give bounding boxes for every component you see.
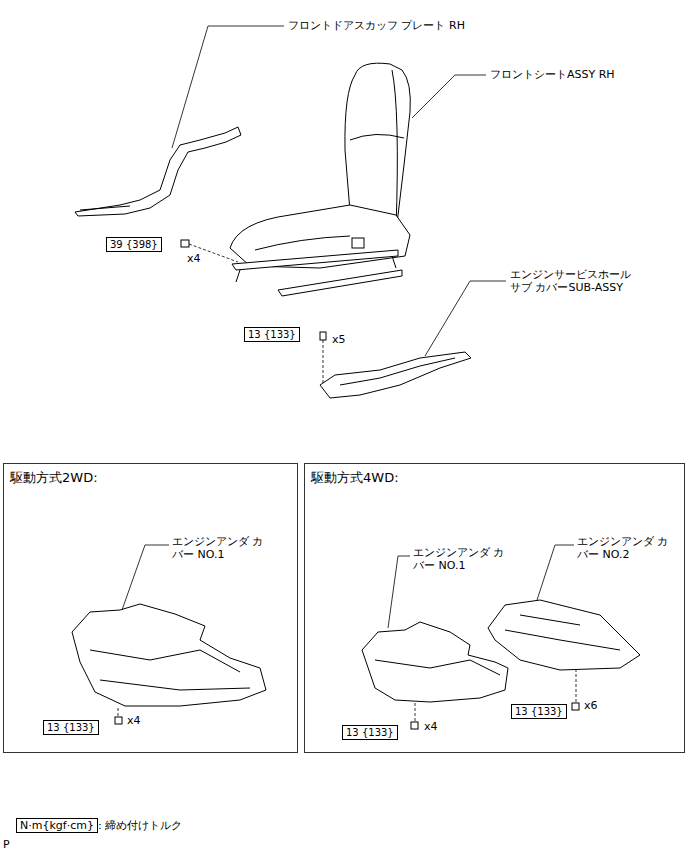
legend-text: : 締め付けトルク xyxy=(98,819,182,832)
bolt-count: x4 xyxy=(126,714,142,727)
part-name: エンジンアンダ カバー NO.1 xyxy=(171,535,265,561)
torque-value: 13 {133} xyxy=(248,329,296,340)
torque-box: 13 {133} xyxy=(43,720,99,735)
panel-heading: 駆動方式4WD: xyxy=(311,469,688,487)
part-name: エンジンアンダ カバー NO.1 xyxy=(412,546,506,572)
torque-value: 13 {133} xyxy=(515,706,563,717)
torque-box: 13 {133} xyxy=(244,327,300,342)
part-name: エンジンアンダ カバー NO.2 xyxy=(576,535,670,561)
bolt-count: x6 xyxy=(583,699,599,712)
panel-heading: 駆動方式2WD: xyxy=(10,469,303,487)
bolt-count: x4 xyxy=(423,720,439,733)
torque-value: 13 {133} xyxy=(47,722,95,733)
drive-type-panel: 駆動方式4WD: 13 {133} 13 {133} xyxy=(304,463,685,753)
torque-legend: N·m{kgf·cm}: 締め付けトルク xyxy=(16,818,182,833)
torque-box: 13 {133} xyxy=(342,725,398,740)
part-name: フロントシートASSY RH xyxy=(489,68,616,81)
bolt-count: x5 xyxy=(331,333,347,346)
page-mark: P xyxy=(2,838,11,851)
torque-box: 39 {398} xyxy=(106,237,162,252)
torque-box: 13 {133} xyxy=(511,704,567,719)
unit-sample: N·m{kgf·cm} xyxy=(16,818,98,833)
part-name: エンジンサービスホール サブ カバーSUB-ASSY xyxy=(509,268,643,294)
drive-type-panel: 駆動方式2WD:13 {133} xyxy=(3,463,298,753)
torque-value: 39 {398} xyxy=(110,239,158,250)
torque-value: 13 {133} xyxy=(346,727,394,738)
part-name: フロントドアスカッフ プレート RH xyxy=(287,19,466,32)
bolt-count: x4 xyxy=(186,252,202,265)
